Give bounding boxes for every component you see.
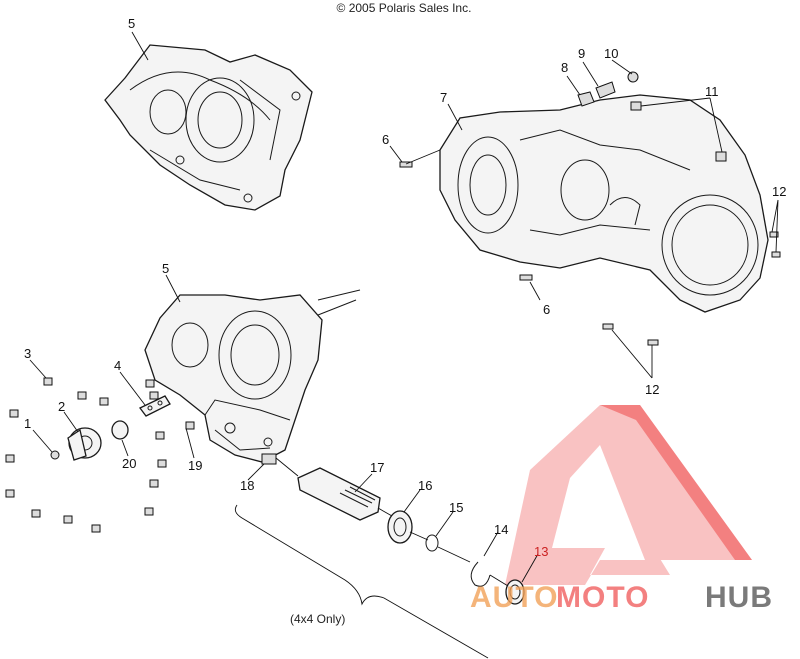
dowel-pin-6b	[519, 274, 533, 281]
callout-3: 3	[24, 346, 31, 361]
fitting-9	[595, 81, 616, 99]
case-half-right	[439, 94, 769, 313]
callout-14: 14	[494, 522, 508, 537]
callout-2: 2	[58, 399, 65, 414]
callout-7: 7	[440, 90, 447, 105]
callout-16: 16	[418, 478, 432, 493]
plug-11a	[630, 101, 642, 111]
watermark-auto: AUTO	[470, 581, 558, 614]
callout-4: 4	[114, 358, 121, 373]
callout-12-upper: 12	[772, 184, 786, 199]
bracket-4x4	[234, 504, 489, 659]
callout-5-upper: 5	[128, 16, 135, 31]
callout-9: 9	[578, 46, 585, 61]
callout-20: 20	[122, 456, 136, 471]
dowel-pin-6a	[399, 161, 413, 168]
dowel-pin-12b	[647, 339, 659, 346]
watermark-text: AUTO MOTO HUB	[470, 581, 773, 614]
plug-11b	[715, 151, 727, 162]
copyright-text: © 2005 Polaris Sales Inc.	[337, 1, 472, 15]
callout-1: 1	[24, 416, 31, 431]
callout-17: 17	[370, 460, 384, 475]
seal-13	[505, 579, 525, 605]
callout-18: 18	[240, 478, 254, 493]
callout-11: 11	[705, 84, 719, 99]
watermark-hub: HUB	[705, 581, 773, 614]
output-shaft	[297, 467, 381, 521]
bolt-1	[50, 450, 60, 460]
bearing-16	[387, 510, 413, 544]
bushing-20	[111, 420, 129, 440]
callout-15: 15	[449, 500, 463, 515]
watermark-m-edge	[600, 405, 752, 560]
watermark-moto: MOTO	[556, 581, 649, 614]
callout-5-lower: 5	[162, 261, 169, 276]
housing-upper-left	[104, 44, 313, 211]
bolt-10	[627, 71, 639, 83]
callout-10: 10	[604, 46, 618, 61]
bushing-18	[261, 453, 277, 465]
dowel-pin-12a	[602, 323, 614, 330]
plug-8	[577, 91, 595, 107]
pulley-assembly	[50, 420, 129, 461]
bolt-set	[5, 377, 195, 533]
callout-13: 13	[534, 544, 548, 559]
callout-6-lower: 6	[543, 302, 550, 317]
callout-labels: 5 5 7 6 6 8 9 10 11 12 12 3 4 1 2 20 19 …	[24, 16, 786, 559]
snap-ring-14	[470, 561, 491, 587]
bracket-4	[139, 395, 171, 417]
watermark-m-shape	[505, 405, 752, 585]
note-4x4-only: (4x4 Only)	[290, 612, 345, 626]
callout-19: 19	[188, 458, 202, 473]
oring-15	[425, 534, 439, 552]
callout-6-upper: 6	[382, 132, 389, 147]
callout-12-lower: 12	[645, 382, 659, 397]
housing-lower	[144, 289, 361, 463]
dowel-pin-12c	[769, 231, 779, 238]
callout-8: 8	[561, 60, 568, 75]
watermark-logo	[505, 405, 752, 585]
dowel-pin-12d	[771, 251, 781, 258]
leader-lines	[29, 31, 779, 583]
